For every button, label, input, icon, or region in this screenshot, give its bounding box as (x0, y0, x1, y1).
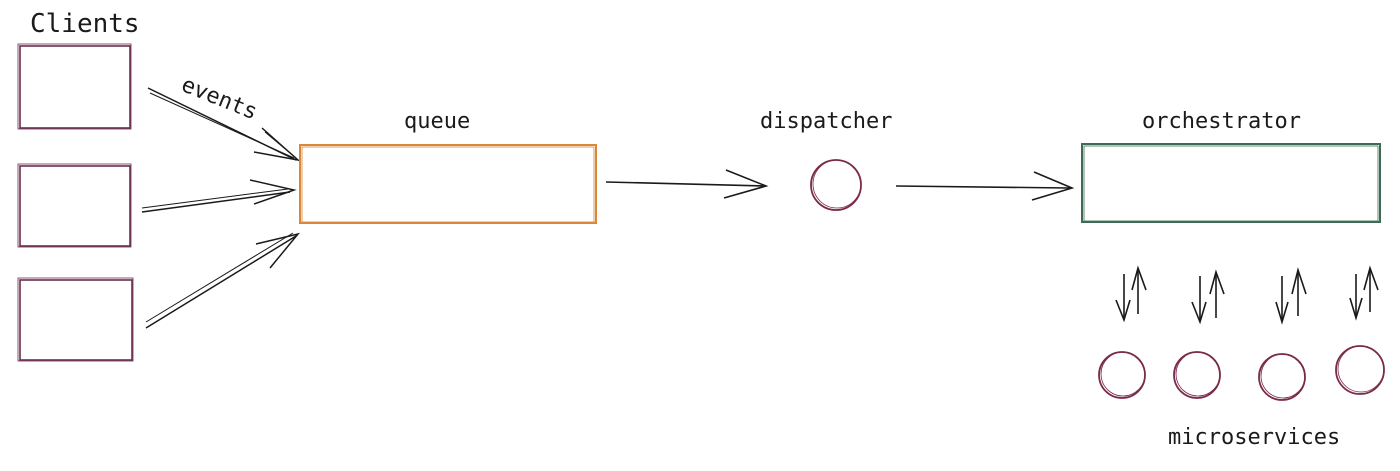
queue-to-dispatcher-arrow (605, 169, 769, 199)
orchestrator-label: orchestrator (1142, 109, 1301, 134)
orchestrator-box (1081, 143, 1381, 223)
queue-label: queue (404, 109, 470, 134)
microservice-node-2 (1173, 351, 1221, 399)
client-box-1 (17, 43, 132, 130)
clients-label: Clients (30, 9, 140, 39)
dispatcher-to-orchestrator-arrow (895, 171, 1075, 201)
microservice-node-4 (1335, 345, 1385, 395)
client3-to-queue-arrow (145, 232, 300, 329)
orchestrator-microservice-2-arrows (1191, 269, 1225, 325)
client1-to-queue-arrow (147, 87, 301, 162)
microservices-label: microservices (1168, 425, 1340, 450)
events-label: events (178, 72, 261, 125)
orchestrator-microservice-3-arrows (1275, 267, 1307, 325)
queue-box (299, 144, 597, 224)
dispatcher-node (810, 159, 862, 211)
client2-to-queue-arrow (141, 179, 297, 213)
orchestrator-microservice-4-arrows (1349, 265, 1379, 321)
client-box-2 (17, 163, 132, 248)
orchestrator-microservice-1-arrows (1115, 265, 1147, 323)
dispatcher-label: dispatcher (760, 109, 892, 134)
microservice-node-1 (1098, 351, 1146, 399)
client-box-3 (17, 277, 134, 362)
microservice-node-3 (1258, 353, 1306, 401)
